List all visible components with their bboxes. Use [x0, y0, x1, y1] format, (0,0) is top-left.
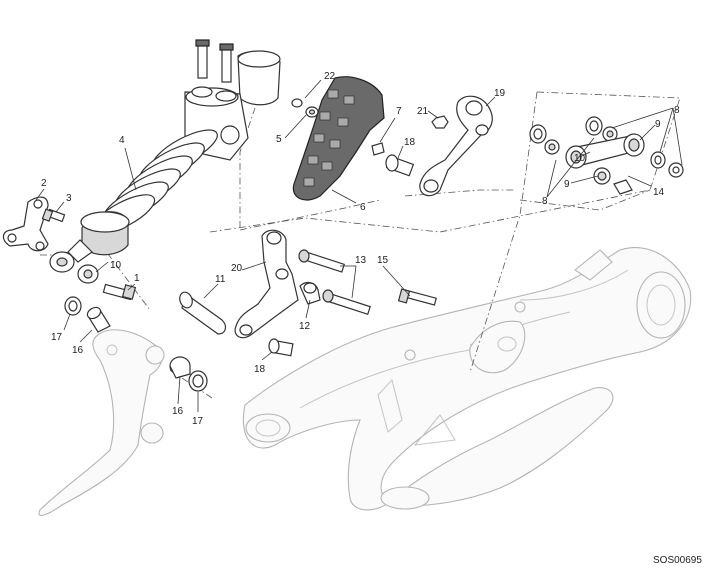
heel-guard-plate-part-6 [292, 76, 385, 201]
callout-22: 22 [324, 71, 336, 82]
callout-17-right: 17 [192, 416, 204, 427]
callout-6: 6 [360, 202, 366, 213]
screw-part-7 [371, 142, 385, 156]
spacer-part-16-left [86, 306, 111, 333]
spacer-part-16-right [169, 356, 191, 379]
lower-link-ghost [38, 329, 165, 516]
callout-19: 19 [494, 88, 506, 99]
screw-part-3 [41, 208, 66, 223]
callout-8-bottom: 8 [542, 196, 548, 207]
callout-13: 13 [355, 255, 367, 266]
callout-10-bottom: 10 [110, 260, 122, 271]
washer-part-22 [291, 98, 303, 108]
reference-code: SOS00695 [653, 555, 702, 566]
callout-12: 12 [299, 321, 311, 332]
screw-part-5 [305, 106, 319, 118]
seal-ring-part-17-right [188, 370, 208, 392]
callout-2: 2 [41, 178, 47, 189]
callout-18-bottom: 18 [254, 364, 266, 375]
bush-part-10 [77, 264, 99, 284]
seal-ring-part-17-left [64, 296, 82, 316]
swingarm-ghost [242, 247, 692, 511]
pin-part-11 [179, 291, 227, 335]
callout-9-left: 9 [564, 179, 570, 190]
bracket-part-20 [234, 229, 299, 339]
callout-17-left: 17 [51, 332, 63, 343]
link-rod-part-19 [419, 95, 493, 197]
bolt-part-15 [397, 288, 437, 306]
shock-spring [92, 129, 218, 234]
callout-9-right: 9 [655, 119, 661, 130]
callout-11: 11 [215, 274, 226, 285]
leader-lines [35, 79, 683, 412]
linkage-assembly [529, 116, 684, 195]
callout-18-top: 18 [404, 137, 416, 148]
pin-part-18-upper [385, 154, 415, 177]
callout-15: 15 [377, 255, 389, 266]
callout-7: 7 [396, 106, 402, 117]
nut-part-21 [431, 115, 449, 129]
rocker-lever-part-2 [2, 196, 49, 252]
callout-16-right: 16 [172, 406, 184, 417]
callout-5: 5 [276, 134, 282, 145]
bracket-part-12 [299, 281, 321, 305]
callout-labels: 22 7 21 19 8 5 18 9 10 9 4 6 14 8 2 3 10… [41, 71, 680, 427]
pin-part-18-lower [268, 338, 294, 357]
callout-10-top: 10 [574, 153, 586, 164]
bolt-part-13-lower [322, 289, 371, 316]
callout-3: 3 [66, 193, 72, 204]
rear-shock-absorber [49, 39, 281, 273]
bolt-part-1 [102, 283, 137, 301]
callout-1: 1 [134, 273, 140, 284]
callout-20: 20 [231, 263, 243, 274]
bolt-part-13-upper [298, 249, 346, 273]
callout-8-top: 8 [674, 105, 680, 116]
callout-14: 14 [653, 187, 665, 198]
callout-16-left: 16 [72, 345, 84, 356]
callout-4: 4 [119, 135, 125, 146]
callout-21: 21 [417, 106, 429, 117]
